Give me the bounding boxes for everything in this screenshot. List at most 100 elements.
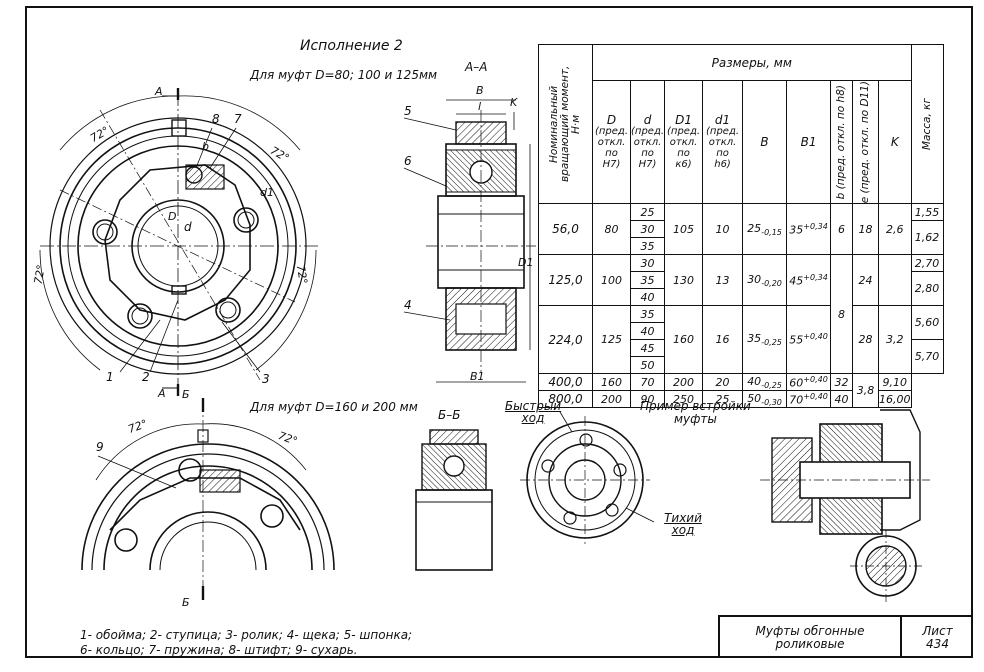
row1-d-1: 25 [629, 203, 666, 222]
row3-B: 35-0,25 [742, 305, 788, 375]
row5-B: 50-0,30 [742, 390, 788, 409]
front-view-small [39, 88, 318, 396]
dim-D-label: D [168, 210, 177, 223]
row5-D1: 250 [664, 390, 704, 409]
row5-D: 200 [592, 390, 631, 409]
installation-example [520, 409, 930, 602]
callout-7: 7 [234, 112, 242, 126]
dimensions-table: Номинальный вращающий момент, Н·м Размер… [538, 43, 944, 409]
row1-b: 6 [830, 203, 854, 256]
row2-torque: 125,0 [538, 254, 593, 307]
section-bb-view [415, 429, 493, 571]
row4-D1: 200 [664, 373, 704, 392]
row2-d1: 13 [702, 254, 744, 307]
row3-d-4: 50 [629, 356, 666, 375]
dim-d-label: d [184, 220, 192, 234]
row1-d1: 10 [702, 203, 744, 256]
row3-d1: 16 [702, 305, 744, 375]
row1-torque: 56,0 [538, 203, 593, 256]
row2-d-2: 35 [629, 271, 666, 290]
dim-B-label: B [476, 84, 484, 97]
dim-d1-label: d1 [260, 186, 274, 199]
row2-e: 24 [852, 254, 880, 307]
row1-K: 2,6 [878, 203, 912, 256]
dim-K-label: K [510, 96, 518, 109]
callout-4: 4 [404, 298, 412, 312]
row1-e: 18 [852, 203, 880, 256]
row1-d-2: 30 [629, 220, 666, 239]
row3-B1: 55+0,40 [786, 305, 832, 375]
row1-D1: 105 [664, 203, 704, 256]
dim-D1-label: D1 [518, 256, 534, 269]
section-aa-view [403, 99, 536, 383]
header-B: B [742, 79, 788, 205]
row2-B1: 45+0,34 [786, 254, 832, 307]
row4-B1: 60+0,40 [786, 373, 832, 392]
row3-D: 125 [592, 305, 631, 375]
row4-B: 40-0,25 [742, 373, 788, 392]
row4-d: 70 [629, 373, 666, 392]
row1-B: 25-0,15 [742, 203, 788, 256]
row3-D1: 160 [664, 305, 704, 375]
row3-mass-2: 5,70 [910, 339, 944, 375]
row3-d-2: 40 [629, 322, 666, 341]
row5-e: 40 [830, 390, 854, 409]
drawing-frame [25, 6, 973, 658]
dim-B1-label: B1 [470, 370, 485, 383]
title-block-sheet: Лист 434 [902, 617, 973, 658]
row4-torque: 400,0 [538, 373, 593, 392]
callout-2: 2 [142, 370, 150, 384]
row2-b: 8 [830, 254, 854, 375]
row4-e: 32 [830, 373, 854, 392]
header-e: e (пред. откл. по D11) [852, 79, 880, 205]
callout-3: 3 [262, 372, 270, 386]
row2-D1: 130 [664, 254, 704, 307]
row3-d-1: 35 [629, 305, 666, 324]
row3-mass-1: 5,60 [910, 305, 944, 341]
row2-d-3: 40 [629, 288, 666, 307]
section-aa-label: А–А [465, 60, 488, 74]
subtitle-large-couplings: Для муфт D=160 и 200 мм [250, 400, 418, 414]
header-K: K [878, 79, 912, 205]
section-mark-a-bottom: А [158, 387, 166, 400]
parts-legend: 1- обойма; 2- ступица; 3- ролик; 4- щека… [80, 628, 412, 658]
header-torque: Номинальный вращающий момент, Н·м [538, 43, 593, 205]
row3-K: 3,2 [878, 305, 912, 375]
header-b: b (пред. откл. по h8) [830, 79, 854, 205]
slow-run-label: Тихий ход [664, 511, 702, 537]
section-bb-label: Б–Б [438, 408, 461, 422]
title-block-name-line2: роликовые [775, 636, 845, 651]
row2-K-empty [878, 254, 912, 307]
sheet-number: 434 [926, 636, 949, 651]
row2-mass-2: 2,80 [910, 271, 944, 307]
row4-K: 3,8 [852, 373, 880, 409]
row4-D: 160 [592, 373, 631, 392]
title-block-name: Муфты обгонные роликовые [720, 617, 902, 658]
title-block: Муфты обгонные роликовые Лист 434 [718, 615, 973, 658]
row3-e: 28 [852, 305, 880, 375]
callout-5: 5 [404, 104, 412, 118]
title-block-name-line1: Муфты обгонные [755, 623, 865, 638]
row4-d1: 20 [702, 373, 744, 392]
example-label-line2: муфты [673, 412, 717, 426]
row3-d-3: 45 [629, 339, 666, 358]
sheet-label: Лист [922, 623, 953, 638]
row1-d-3: 35 [629, 237, 666, 256]
row3-torque: 224,0 [538, 305, 593, 375]
row2-d-1: 30 [629, 254, 666, 273]
row1-mass-2: 1,62 [910, 220, 944, 256]
legend-line-1: 1- обойма; 2- ступица; 3- ролик; 4- щека… [80, 628, 413, 642]
callout-6: 6 [404, 154, 412, 168]
callout-8: 8 [212, 112, 220, 126]
row5-torque: 800,0 [538, 390, 593, 409]
row2-mass-1: 2,70 [910, 254, 944, 273]
row1-D: 80 [592, 203, 631, 256]
header-mass: Масса, кг [910, 43, 944, 205]
header-dimensions-group: Размеры, мм [592, 44, 912, 81]
